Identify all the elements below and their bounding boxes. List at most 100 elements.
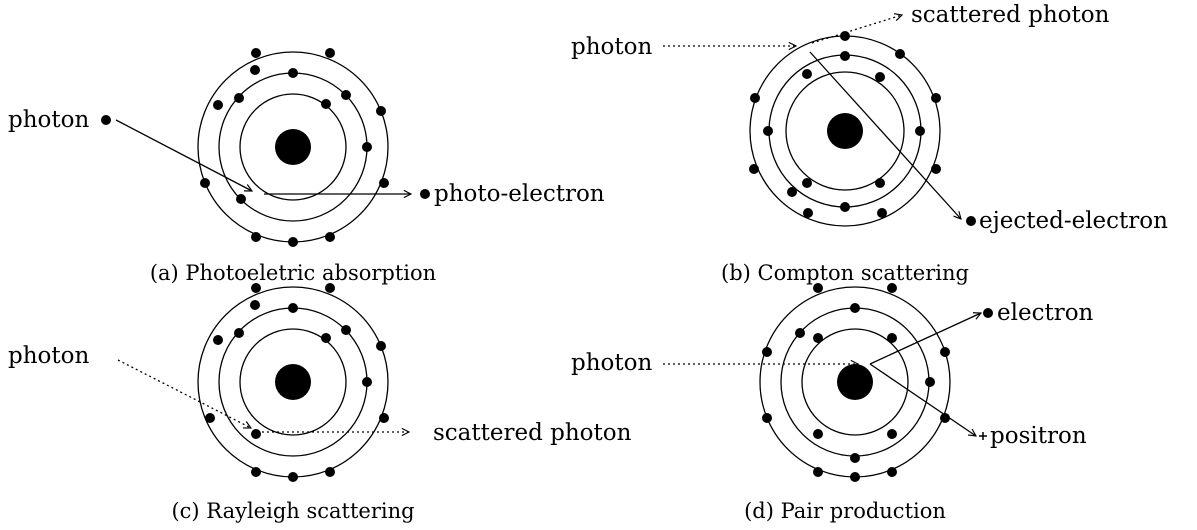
electron bbox=[750, 93, 760, 103]
photon-label: photon bbox=[571, 34, 652, 60]
electron bbox=[875, 178, 885, 188]
electron bbox=[840, 31, 850, 41]
electron bbox=[813, 283, 823, 293]
orbit-shell bbox=[785, 71, 905, 191]
electron bbox=[813, 333, 823, 343]
electron bbox=[362, 142, 372, 152]
electron bbox=[840, 51, 850, 61]
electron-path-arrow bbox=[869, 313, 981, 365]
electron-path-arrow bbox=[809, 51, 961, 219]
electron bbox=[850, 453, 860, 463]
nucleus bbox=[827, 113, 863, 149]
electron bbox=[376, 341, 386, 351]
electron bbox=[250, 65, 260, 75]
electron bbox=[251, 283, 261, 293]
electron bbox=[813, 467, 823, 477]
electron bbox=[787, 187, 797, 197]
electron bbox=[288, 472, 298, 482]
atom bbox=[197, 283, 389, 482]
electron bbox=[288, 237, 298, 247]
scattered-photon-path-arrow bbox=[811, 15, 902, 44]
electron bbox=[251, 232, 261, 242]
scattered-photon-label: scattered photon bbox=[911, 2, 1110, 28]
electron bbox=[341, 325, 351, 335]
electron bbox=[887, 429, 897, 439]
electron bbox=[931, 93, 941, 103]
orbit-shell bbox=[801, 328, 909, 436]
electron bbox=[850, 303, 860, 313]
incoming-photon-dot bbox=[101, 115, 111, 125]
electron bbox=[895, 49, 905, 59]
nucleus bbox=[275, 129, 311, 165]
orbit-shell bbox=[239, 328, 347, 436]
electrons bbox=[200, 48, 389, 247]
electron bbox=[251, 48, 261, 58]
electron bbox=[251, 467, 261, 477]
electron bbox=[325, 283, 335, 293]
electron bbox=[802, 178, 812, 188]
positron-plus-icon bbox=[979, 432, 987, 440]
electron bbox=[762, 413, 772, 423]
photo-electron-label: photo-electron bbox=[434, 181, 605, 207]
positron-path-arrow bbox=[869, 363, 976, 436]
electron bbox=[875, 72, 885, 82]
electron bbox=[877, 208, 887, 218]
electron bbox=[234, 328, 244, 338]
nucleus bbox=[837, 364, 873, 400]
photon-path-arrow bbox=[115, 119, 252, 191]
electron bbox=[887, 283, 897, 293]
scattered-photon-label: scattered photon bbox=[433, 420, 632, 446]
electron bbox=[940, 413, 950, 423]
electron bbox=[813, 429, 823, 439]
electron bbox=[288, 303, 298, 313]
electron bbox=[379, 178, 389, 188]
electron bbox=[200, 178, 210, 188]
atom bbox=[749, 31, 941, 227]
panel-pair-production: photon electron positron (d) Pair produc… bbox=[571, 283, 1094, 523]
panel-rayleigh: photon scattered photon (c) Rayleigh sca… bbox=[8, 283, 632, 523]
electron bbox=[762, 347, 772, 357]
electron bbox=[251, 429, 261, 439]
electrons bbox=[762, 283, 950, 482]
photon-label: photon bbox=[571, 350, 652, 376]
photon-label: photon bbox=[8, 107, 89, 133]
nucleus bbox=[275, 364, 311, 400]
electron bbox=[925, 377, 935, 387]
electron bbox=[236, 194, 246, 204]
electron bbox=[931, 164, 941, 174]
electron-dot bbox=[983, 308, 993, 318]
electron-label: electron bbox=[997, 300, 1094, 326]
ejected-electron-label: ejected-electron bbox=[979, 208, 1168, 234]
electron bbox=[940, 347, 950, 357]
caption-c: (c) Rayleigh scattering bbox=[171, 499, 414, 523]
electron bbox=[915, 126, 925, 136]
caption-d: (d) Pair production bbox=[744, 499, 946, 523]
electron bbox=[321, 333, 331, 343]
electron bbox=[341, 90, 351, 100]
electron bbox=[887, 333, 897, 343]
positron-label: positron bbox=[990, 423, 1087, 449]
electron bbox=[840, 202, 850, 212]
electron bbox=[321, 99, 331, 109]
electron bbox=[795, 328, 805, 338]
photo-electron-dot bbox=[420, 189, 430, 199]
electron bbox=[250, 300, 260, 310]
electron bbox=[325, 48, 335, 58]
electrons bbox=[749, 31, 941, 218]
orbit-shell bbox=[239, 93, 347, 201]
electron bbox=[803, 208, 813, 218]
electron bbox=[376, 106, 386, 116]
electron bbox=[288, 68, 298, 78]
caption-a: (a) Photoeletric absorption bbox=[150, 261, 436, 285]
electrons bbox=[205, 283, 389, 482]
ejected-electron-dot bbox=[966, 216, 976, 226]
photon-path-arrow bbox=[117, 359, 251, 428]
electron bbox=[325, 232, 335, 242]
panel-compton: photon scattered photon ejected-electron… bbox=[571, 2, 1168, 285]
electron bbox=[887, 467, 897, 477]
caption-b: (b) Compton scattering bbox=[721, 261, 969, 285]
atom bbox=[759, 283, 951, 482]
electron bbox=[234, 93, 244, 103]
electron bbox=[213, 335, 223, 345]
